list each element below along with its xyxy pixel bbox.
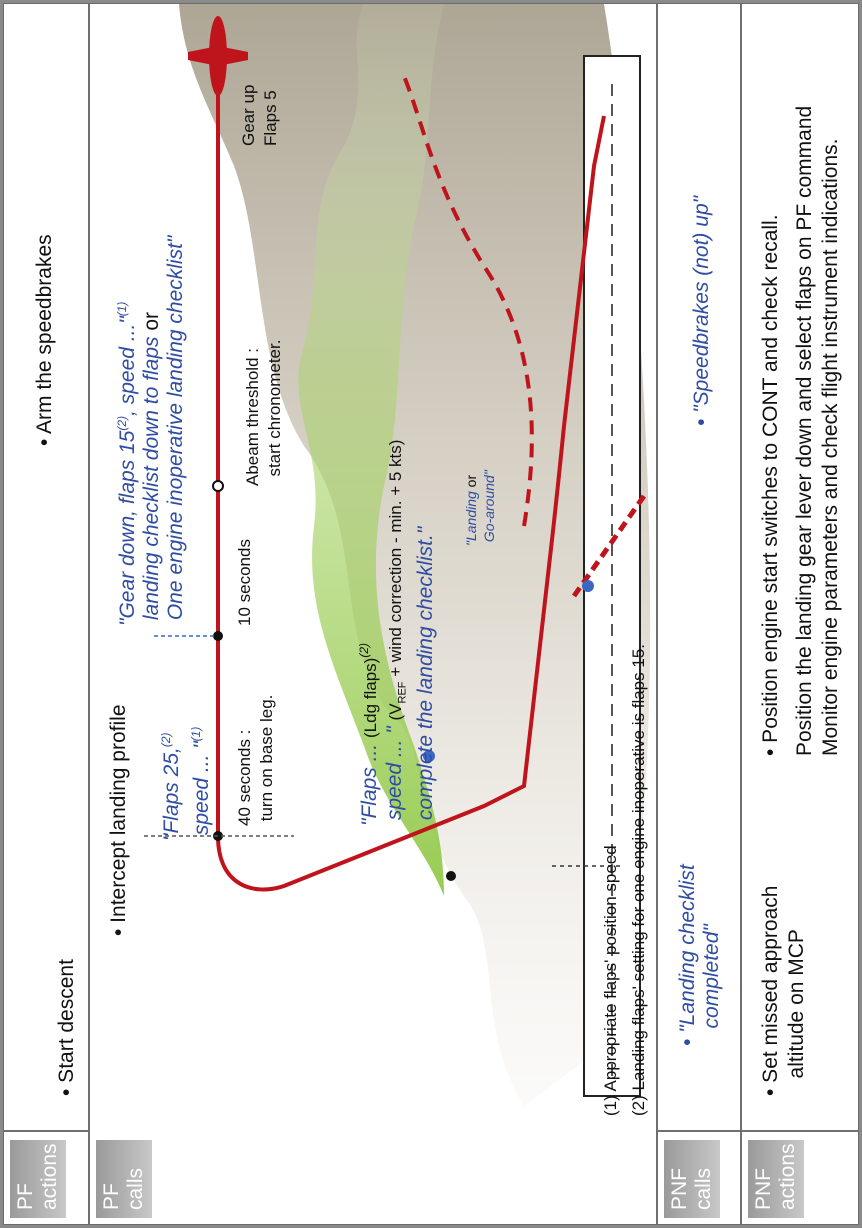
procedure-frame: PF actions PF calls PNF calls PNF action… (3, 3, 859, 1225)
action-arm-speedbrakes: • Arm the speedbrakes (33, 234, 56, 446)
point-flaps-ldg (423, 750, 435, 762)
go-around-path (402, 75, 534, 527)
pnf-action-missed-approach: • Set missed approach altitude on MCP (759, 885, 808, 1096)
pnf-action-gear-lever: Position the landing gear lever down and… (793, 105, 816, 756)
note-1: (1) Appropriate flaps' position speed (601, 845, 620, 1116)
pnf-call-landing-checklist: • "Landing checklist completed" (676, 864, 723, 1046)
label-abeam: Abeam threshold : start chronometer. (243, 339, 284, 486)
action-intercept-profile: • Intercept landing profile (107, 704, 130, 937)
point-glide-join (446, 871, 456, 881)
call-landing-or-goaround: "Landing or Go-around" (463, 470, 497, 546)
call-flaps25: "Flaps 25,(2) speed ... "(1) (159, 726, 213, 841)
pnf-action-monitor: Monitor engine parameters and check flig… (819, 138, 842, 757)
vsep-2 (656, 1130, 740, 1132)
pnf-calls-label: PNF calls (664, 1140, 720, 1218)
missed-approach-marker (571, 494, 647, 598)
label-40-seconds: 40 seconds : turn on base leg. (235, 694, 276, 826)
rotated-stage: PF actions PF calls PNF calls PNF action… (4, 4, 858, 1224)
vsep-3 (740, 1130, 858, 1132)
flight-path (216, 66, 606, 892)
label-10-seconds: 10 seconds (235, 539, 254, 626)
point-speedbrake (582, 580, 594, 592)
point-10-seconds (213, 631, 223, 641)
pnf-actions-label: PNF actions (748, 1140, 804, 1218)
terrain-shape (179, 4, 651, 1106)
pnf-actions-label-1: PNF (752, 1168, 775, 1210)
point-abeam (212, 480, 224, 492)
pnf-calls-label-1: PNF (668, 1168, 691, 1210)
call-gear-down: "Gear down, flaps 15(2), speed ..."(1) l… (115, 235, 187, 626)
call-landing-flaps: "Flaps ... (Ldg flaps)(2) speed ... " (V… (357, 439, 438, 826)
aircraft-icon (188, 16, 248, 96)
separator-notes (656, 4, 658, 1224)
note-2: (2) Landing flaps' setting for one engin… (629, 644, 648, 1116)
pnf-actions-label-2: actions (776, 1143, 799, 1210)
pnf-calls-label-2: calls (692, 1167, 715, 1210)
separator-pnf (740, 4, 742, 1224)
pnf-call-speedbrakes: • "Speedbrakes (not) up" (690, 195, 713, 426)
action-start-descent: • Start descent (55, 959, 78, 1096)
approach-profile-drawing (144, 4, 651, 1106)
pnf-action-engine-start: • Position engine start switches to CONT… (759, 214, 782, 756)
green-hills (298, 4, 444, 896)
